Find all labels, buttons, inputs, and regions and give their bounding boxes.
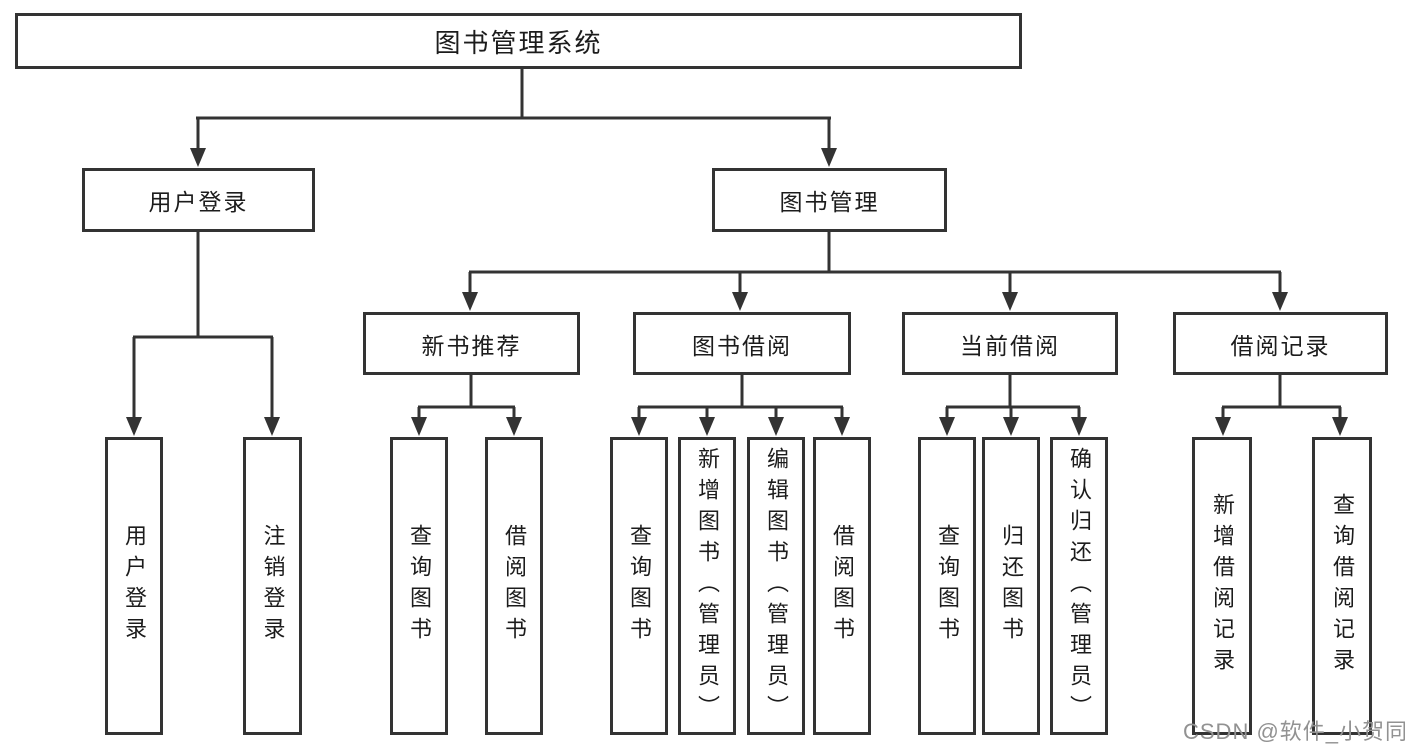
leaf-label: 用户登录 (122, 524, 147, 648)
leaf-add-books-admin: 新增图书（管理员） (678, 437, 736, 735)
leaf-label: 编辑图书（管理员） (764, 446, 789, 726)
leaf-confirm-return-admin: 确认归还（管理员） (1050, 437, 1108, 735)
leaf-label: 新增图书（管理员） (695, 446, 720, 726)
arrow-down-icon (1332, 417, 1348, 436)
leaf-label: 归还图书 (999, 524, 1024, 648)
node-label: 新书推荐 (421, 332, 522, 359)
leaf-label: 确认归还（管理员） (1067, 446, 1092, 726)
node-label: 借阅记录 (1230, 332, 1331, 359)
arrow-down-icon (834, 417, 850, 436)
leaf-label: 查询图书 (627, 524, 652, 648)
leaf-label: 查询图书 (407, 524, 432, 648)
leaf-user-login: 用户登录 (105, 437, 163, 735)
node-current-borrowing: 当前借阅 (902, 312, 1118, 375)
arrow-down-icon (126, 417, 142, 436)
node-label: 当前借阅 (960, 332, 1060, 359)
arrow-down-icon (190, 148, 206, 167)
arrow-down-icon (462, 292, 478, 311)
leaf-query-borrow-record: 查询借阅记录 (1312, 437, 1372, 735)
node-label: 图书借阅 (692, 332, 792, 359)
leaf-query-books-recommendation: 查询图书 (390, 437, 448, 735)
node-label: 用户登录 (148, 189, 249, 215)
arrow-down-icon (411, 417, 427, 436)
arrow-down-icon (631, 417, 647, 436)
arrow-down-icon (1002, 292, 1018, 311)
arrow-down-icon (1272, 292, 1288, 311)
leaf-return-books: 归还图书 (982, 437, 1040, 735)
leaf-query-books-borrowing: 查询图书 (610, 437, 668, 735)
arrow-down-icon (264, 417, 280, 436)
leaf-borrow-books-recommendation: 借阅图书 (485, 437, 543, 735)
arrow-down-icon (768, 417, 784, 436)
arrow-down-icon (821, 148, 837, 167)
node-book-management: 图书管理 (712, 168, 947, 232)
arrow-down-icon (1003, 417, 1019, 436)
node-label: 图书管理 (779, 189, 880, 215)
arrow-down-icon (1215, 417, 1231, 436)
leaf-borrow-books-borrowing: 借阅图书 (813, 437, 871, 735)
leaf-label: 借阅图书 (502, 524, 527, 648)
arrow-down-icon (506, 417, 522, 436)
arrow-down-icon (939, 417, 955, 436)
node-new-book-recommendation: 新书推荐 (363, 312, 580, 375)
leaf-edit-books-admin: 编辑图书（管理员） (747, 437, 805, 735)
watermark: CSDN @软件_小贺同学 (1183, 719, 1405, 744)
node-label: 图书管理系统 (434, 27, 603, 58)
leaf-label: 查询图书 (935, 524, 960, 648)
node-book-borrowing: 图书借阅 (633, 312, 851, 375)
node-library-management-system: 图书管理系统 (15, 13, 1022, 69)
arrow-down-icon (1071, 417, 1087, 436)
leaf-query-books-current: 查询图书 (918, 437, 976, 735)
leaf-label: 新增借阅记录 (1210, 493, 1235, 679)
arrow-down-icon (732, 292, 748, 311)
arrow-down-icon (699, 417, 715, 436)
leaf-label: 借阅图书 (830, 524, 855, 648)
leaf-label: 查询借阅记录 (1330, 493, 1355, 679)
leaf-label: 注销登录 (260, 524, 286, 648)
node-borrowing-records: 借阅记录 (1173, 312, 1388, 375)
leaf-logout: 注销登录 (243, 437, 302, 735)
leaf-add-borrow-record: 新增借阅记录 (1192, 437, 1252, 735)
node-user-login: 用户登录 (82, 168, 315, 232)
